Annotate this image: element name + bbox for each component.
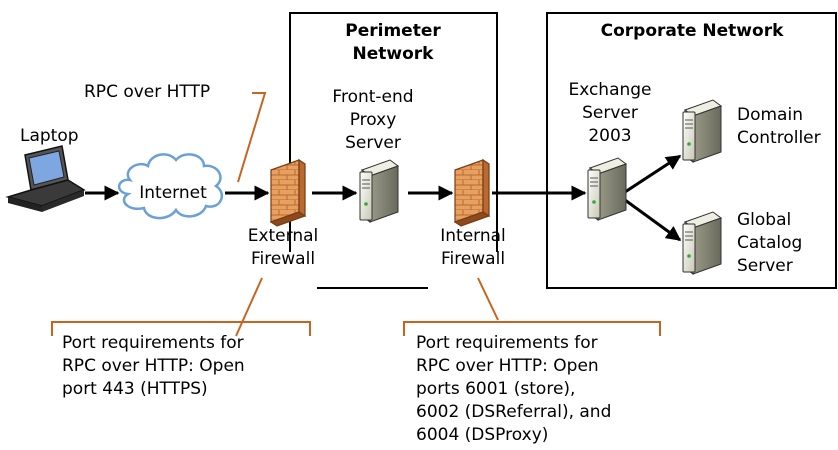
exchange-server-icon: [587, 157, 627, 221]
internet-label: Internet: [139, 183, 207, 203]
rpc-callout-line: [237, 92, 267, 183]
external-firewall-icon: [270, 159, 306, 227]
external-callout-leader: [235, 277, 263, 337]
proxy-server-icon: [359, 159, 399, 223]
arrow-exchange-domain-controller: [624, 154, 682, 194]
corporate-network-title: Corporate Network: [600, 21, 784, 41]
external-port-requirements: Port requirements for RPC over HTTP: Ope…: [62, 333, 245, 399]
internal-callout-leader: [477, 277, 499, 321]
external-callout-bracket: [51, 321, 311, 336]
cloud-icon: [118, 153, 224, 220]
domain-controller-label: Domain Controller: [737, 105, 821, 148]
domain-controller-icon: [682, 99, 722, 163]
external-firewall-label: External Firewall: [247, 226, 319, 269]
global-catalog-icon: [682, 211, 722, 275]
corporate-network-box: [546, 12, 837, 289]
laptop-icon: [5, 145, 86, 212]
perimeter-network-box: [289, 12, 498, 289]
arrow-exchange-global-catalog: [624, 198, 682, 242]
proxy-server-label: Front-end Proxy Server: [332, 87, 414, 153]
internal-firewall-icon: [454, 159, 490, 227]
laptop-label: Laptop: [20, 126, 79, 146]
global-catalog-label: Global Catalog Server: [737, 210, 803, 276]
internal-port-requirements: Port requirements for RPC over HTTP: Ope…: [416, 333, 612, 445]
rpc-over-http-callout: RPC over HTTP: [84, 82, 211, 102]
perimeter-box-gap-internal: [428, 252, 528, 298]
perimeter-network-title: Perimeter Network: [345, 21, 441, 64]
perimeter-box-gap: [222, 252, 317, 298]
internal-firewall-label: Internal Firewall: [440, 226, 506, 269]
internal-callout-bracket: [403, 321, 661, 336]
exchange-server-label: Exchange Server 2003: [568, 80, 652, 146]
